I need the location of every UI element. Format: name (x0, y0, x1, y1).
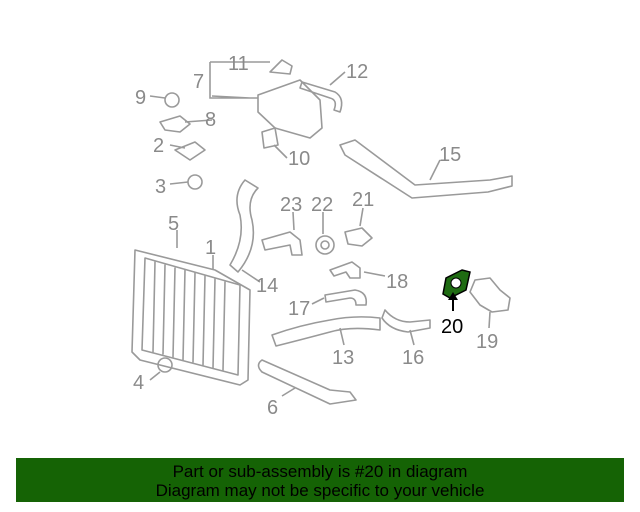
bracket-2[interactable] (174, 141, 206, 161)
cap-4[interactable] (157, 357, 173, 373)
label-12: 12 (346, 61, 368, 83)
lower-hose-13[interactable] (271, 316, 381, 347)
bracket-10[interactable] (261, 127, 279, 149)
label-4: 4 (133, 372, 144, 394)
label-18: 18 (386, 271, 408, 293)
hose-12[interactable] (299, 81, 343, 113)
label-8: 8 (205, 109, 216, 131)
label-17: 17 (288, 298, 310, 320)
hose-18[interactable] (329, 261, 361, 279)
reservoir-tank[interactable] (257, 59, 323, 139)
gasket-part-20[interactable] (442, 269, 471, 299)
hose-17[interactable] (324, 289, 368, 306)
hose-16[interactable] (381, 309, 431, 333)
label-14: 14 (256, 275, 278, 297)
label-20: 20 (441, 316, 463, 338)
label-23: 23 (280, 194, 302, 216)
pipe-15[interactable] (339, 139, 513, 199)
water-inlet-19[interactable] (469, 277, 511, 313)
label-5: 5 (168, 213, 179, 235)
label-15: 15 (439, 144, 461, 166)
label-2: 2 (153, 135, 164, 157)
label-9: 9 (135, 87, 146, 109)
label-22: 22 (311, 194, 333, 216)
plug-3[interactable] (187, 174, 203, 190)
label-13: 13 (332, 347, 354, 369)
banner-line-disclaimer: Diagram may not be specific to your vehi… (155, 481, 485, 500)
gasket-22[interactable] (315, 235, 335, 255)
label-10: 10 (288, 148, 310, 170)
label-6: 6 (267, 397, 278, 419)
radiator-part-1[interactable] (131, 249, 251, 386)
label-1: 1 (205, 237, 216, 259)
parts-diagram: 11 7 12 9 8 2 10 15 3 23 22 21 5 1 14 18… (131, 53, 513, 419)
label-3: 3 (155, 176, 166, 198)
label-19: 19 (476, 331, 498, 353)
pipe-6[interactable] (257, 359, 357, 405)
label-21: 21 (352, 189, 374, 211)
pipe-23[interactable] (261, 231, 303, 256)
part-info-banner: Part or sub-assembly is #20 in diagram D… (16, 458, 624, 502)
cap-9[interactable] (164, 92, 180, 108)
label-7: 7 (193, 71, 204, 93)
upper-hose-14[interactable] (229, 179, 259, 273)
banner-line-part: Part or sub-assembly is #20 in diagram (172, 462, 468, 481)
label-16: 16 (402, 347, 424, 369)
bracket-8[interactable] (159, 115, 191, 133)
label-11: 11 (228, 53, 249, 75)
thermostat-21[interactable] (344, 227, 373, 247)
